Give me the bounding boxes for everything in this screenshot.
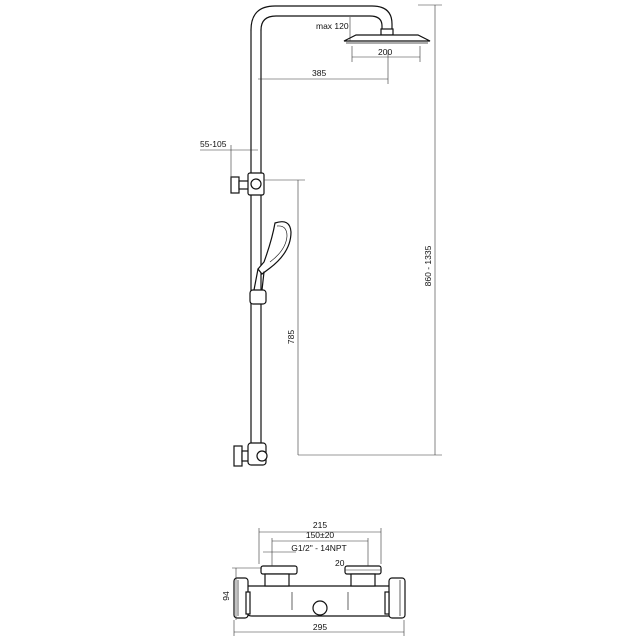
- hand-shower: [249, 221, 292, 305]
- label-showerhead-diameter: 200: [378, 47, 392, 57]
- shower-head: [343, 28, 431, 44]
- label-mixer-adjust: 20: [335, 558, 345, 568]
- label-mixer-width-top: 215: [313, 520, 327, 530]
- label-mixer-width-total: 295: [313, 622, 327, 632]
- dimension-labels-mixer: 215 150±20 G1/2" - 14NPT 20 94 295: [221, 520, 347, 632]
- label-showerhead-drop: max 120: [316, 21, 349, 31]
- wall-bracket: [230, 172, 265, 196]
- label-wall-distance: 55-105: [200, 139, 227, 149]
- shower-column: [250, 5, 393, 446]
- label-arm-reach: 385: [312, 68, 326, 78]
- dimension-lines-mixer: [232, 528, 405, 636]
- label-connection-spacing: 150±20: [306, 530, 335, 540]
- label-mixer-height: 94: [221, 591, 231, 601]
- bottom-outlet: [233, 442, 268, 467]
- label-holder-height: 785: [286, 330, 296, 344]
- label-thread: G1/2" - 14NPT: [291, 543, 346, 553]
- dimension-lines-column: [200, 4, 442, 456]
- dimension-labels-column: max 120 200 385 55-105 860 - 1335 785: [200, 21, 433, 344]
- label-total-height: 860 - 1335: [423, 245, 433, 286]
- thermostatic-mixer: [233, 565, 406, 619]
